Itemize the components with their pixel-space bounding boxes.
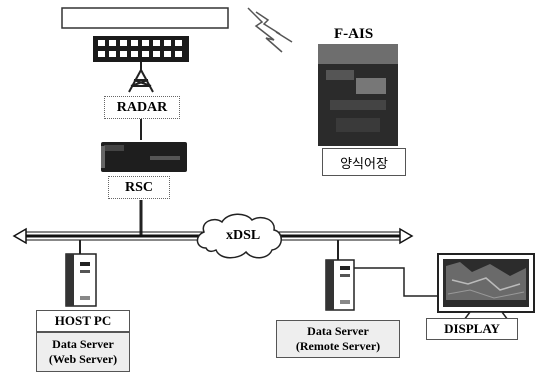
farm-label: 양식어장 — [340, 153, 388, 172]
farm-label-box: 양식어장 — [322, 148, 406, 176]
display-label: DISPLAY — [444, 321, 500, 337]
radar-panel-icon — [93, 36, 189, 62]
radar-tower-icon — [129, 62, 153, 92]
rsc-label: RSC — [125, 180, 153, 196]
radar-label: RADAR — [117, 100, 168, 116]
xdsl-label: xDSL — [226, 228, 260, 244]
display-monitor-icon — [438, 254, 534, 320]
data-server-web-line1: Data Server — [52, 337, 114, 352]
host-pc-tower-icon — [66, 254, 96, 306]
remote-server-tower-icon — [326, 260, 354, 310]
data-server-remote-line1: Data Server — [307, 324, 369, 339]
wireless-bolt-icon — [248, 8, 292, 52]
rsc-device-icon — [101, 142, 187, 172]
antenna-bar — [62, 8, 228, 28]
host-pc-label: HOST PC — [55, 313, 111, 329]
host-pc-label-box: HOST PC — [36, 310, 130, 332]
fais-label: F-AIS — [334, 26, 373, 43]
display-label-box: DISPLAY — [426, 318, 518, 340]
data-server-web-line2: (Web Server) — [49, 352, 117, 367]
radar-label-box: RADAR — [104, 96, 180, 119]
server-display-line — [354, 268, 438, 296]
rsc-label-box: RSC — [108, 176, 170, 199]
fish-farm-photo — [318, 44, 398, 146]
data-server-web-box: Data Server (Web Server) — [36, 332, 130, 372]
data-server-remote-line2: (Remote Server) — [296, 339, 380, 354]
data-server-remote-box: Data Server (Remote Server) — [276, 320, 400, 358]
